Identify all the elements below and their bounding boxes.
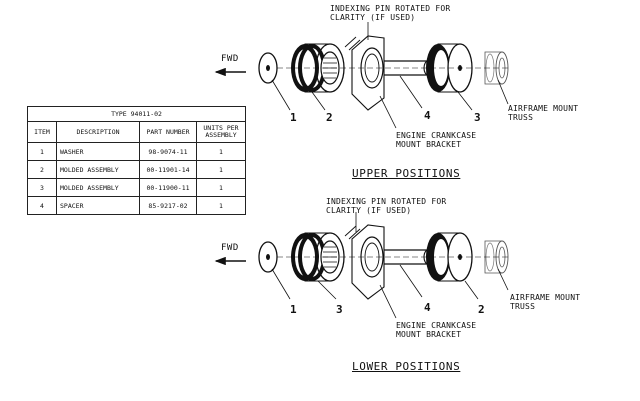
row-item: 2	[27, 160, 57, 179]
upper-indexing-note-line2: CLARITY (IF USED)	[330, 13, 416, 22]
upper-positions-heading: UPPER POSITIONS	[352, 167, 461, 180]
parts-list-table: TYPE 94011-02 ITEM DESCRIPTION PART NUMB…	[27, 106, 246, 215]
row-part-number: 85-9217-02	[139, 196, 197, 215]
lower-bracket-label-line2: MOUNT BRACKET	[396, 330, 462, 339]
lower-assembly	[214, 212, 512, 319]
upper-bracket-label-line2: MOUNT BRACKET	[396, 140, 462, 149]
header-item: ITEM	[27, 121, 57, 143]
row-units: 1	[196, 160, 246, 179]
upper-truss-label-line2: TRUSS	[508, 113, 534, 122]
row-part-number: 00-11900-11	[139, 178, 197, 197]
table-type-label: TYPE 94011-02	[27, 106, 246, 122]
lower-bracket-label-line1: ENGINE CRANKCASE	[396, 321, 477, 330]
upper-bracket-label-line1: ENGINE CRANKCASE	[396, 131, 477, 140]
row-part-number: 98-9074-11	[139, 142, 197, 161]
upper-callout-rear-mold: 3	[474, 111, 481, 124]
upper-indexing-note-line1: INDEXING PIN ROTATED FOR	[330, 4, 451, 13]
row-part-number: 00-11901-14	[139, 160, 197, 179]
header-units-line1: UNITS PER	[203, 124, 239, 132]
lower-truss-label-line2: TRUSS	[510, 302, 536, 311]
row-item: 4	[27, 196, 57, 215]
row-units: 1	[196, 196, 246, 215]
upper-callout-front-mold: 2	[326, 111, 333, 124]
lower-callout-rear-mold: 2	[478, 303, 485, 316]
row-description: MOLDED ASSEMBLY	[56, 178, 140, 197]
row-description: SPACER	[56, 196, 140, 215]
upper-callout-washer: 1	[290, 111, 297, 124]
row-units: 1	[196, 142, 246, 161]
row-units: 1	[196, 178, 246, 197]
lower-indexing-note-line2: CLARITY (IF USED)	[326, 206, 412, 215]
header-units: UNITS PER ASSEMBLY	[196, 121, 246, 143]
table-row: 1 WASHER 98-9074-11 1	[27, 142, 246, 161]
table-row: 2 MOLDED ASSEMBLY 00-11901-14 1	[27, 160, 246, 179]
upper-truss-label-line1: AIRFRAME MOUNT	[508, 104, 579, 113]
lower-callout-front-mold: 3	[336, 303, 343, 316]
table-header-row: ITEM DESCRIPTION PART NUMBER UNITS PER A…	[27, 121, 246, 143]
header-part-number: PART NUMBER	[139, 121, 197, 143]
lower-truss-label-line1: AIRFRAME MOUNT	[510, 293, 581, 302]
upper-callout-spacer: 4	[424, 109, 431, 122]
header-description: DESCRIPTION	[56, 121, 140, 143]
header-units-line2: ASSEMBLY	[205, 131, 237, 139]
upper-assembly	[214, 22, 512, 129]
table-row: 3 MOLDED ASSEMBLY 00-11900-11 1	[27, 178, 246, 197]
table-row: 4 SPACER 85-9217-02 1	[27, 196, 246, 215]
upper-fwd-label: FWD	[221, 54, 239, 64]
row-description: WASHER	[56, 142, 140, 161]
lower-callout-spacer: 4	[424, 301, 431, 314]
lower-callout-washer: 1	[290, 303, 297, 316]
row-item: 1	[27, 142, 57, 161]
lower-fwd-label: FWD	[221, 243, 239, 253]
lower-indexing-note-line1: INDEXING PIN ROTATED FOR	[326, 197, 447, 206]
table-type-row: TYPE 94011-02	[27, 106, 246, 122]
lower-positions-heading: LOWER POSITIONS	[352, 360, 461, 373]
row-description: MOLDED ASSEMBLY	[56, 160, 140, 179]
row-item: 3	[27, 178, 57, 197]
